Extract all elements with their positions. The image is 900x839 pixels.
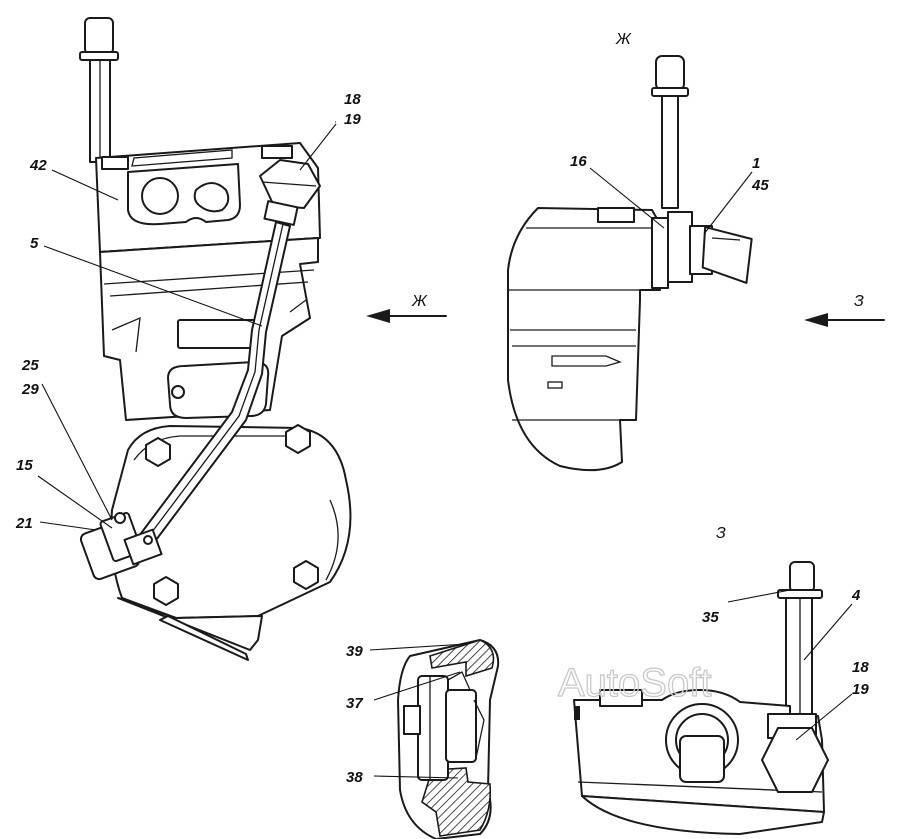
label-4: 4 (851, 587, 861, 604)
main-view (79, 17, 352, 661)
view-zh (507, 55, 753, 472)
leaders-main (37, 121, 337, 531)
label-16: 16 (570, 153, 587, 170)
label-35: 35 (702, 609, 719, 626)
label-1: 1 (752, 155, 760, 172)
leaders-section (369, 643, 467, 779)
view-z (573, 561, 829, 835)
label-15: 15 (16, 457, 33, 474)
bolt-heads (145, 424, 319, 606)
leaders-zh (589, 167, 753, 235)
label-19-main: 19 (344, 111, 361, 128)
label-45: 45 (751, 177, 769, 194)
arrow-label-z: З (854, 293, 864, 310)
view-title-z: З (716, 525, 726, 542)
label-19-z: 19 (852, 681, 869, 698)
part-labels: 18 19 42 5 25 29 15 21 16 1 45 39 37 38 … (15, 91, 869, 786)
view-arrow-z (804, 313, 885, 327)
label-42: 42 (29, 157, 47, 174)
label-39: 39 (346, 643, 363, 660)
label-21: 21 (15, 515, 33, 532)
label-5: 5 (30, 235, 39, 252)
label-18-z: 18 (852, 659, 869, 676)
label-25: 25 (21, 357, 39, 374)
view-title-zh: Ж (615, 31, 632, 48)
label-18-main: 18 (344, 91, 361, 108)
leaders-z (727, 589, 853, 741)
view-arrow-zh (366, 309, 447, 323)
arrow-label-zh: Ж (411, 293, 428, 310)
watermark-text: AutoSoft (558, 661, 711, 705)
label-37: 37 (346, 695, 363, 712)
section-view (397, 639, 500, 839)
label-38: 38 (346, 769, 363, 786)
label-29: 29 (21, 381, 39, 398)
